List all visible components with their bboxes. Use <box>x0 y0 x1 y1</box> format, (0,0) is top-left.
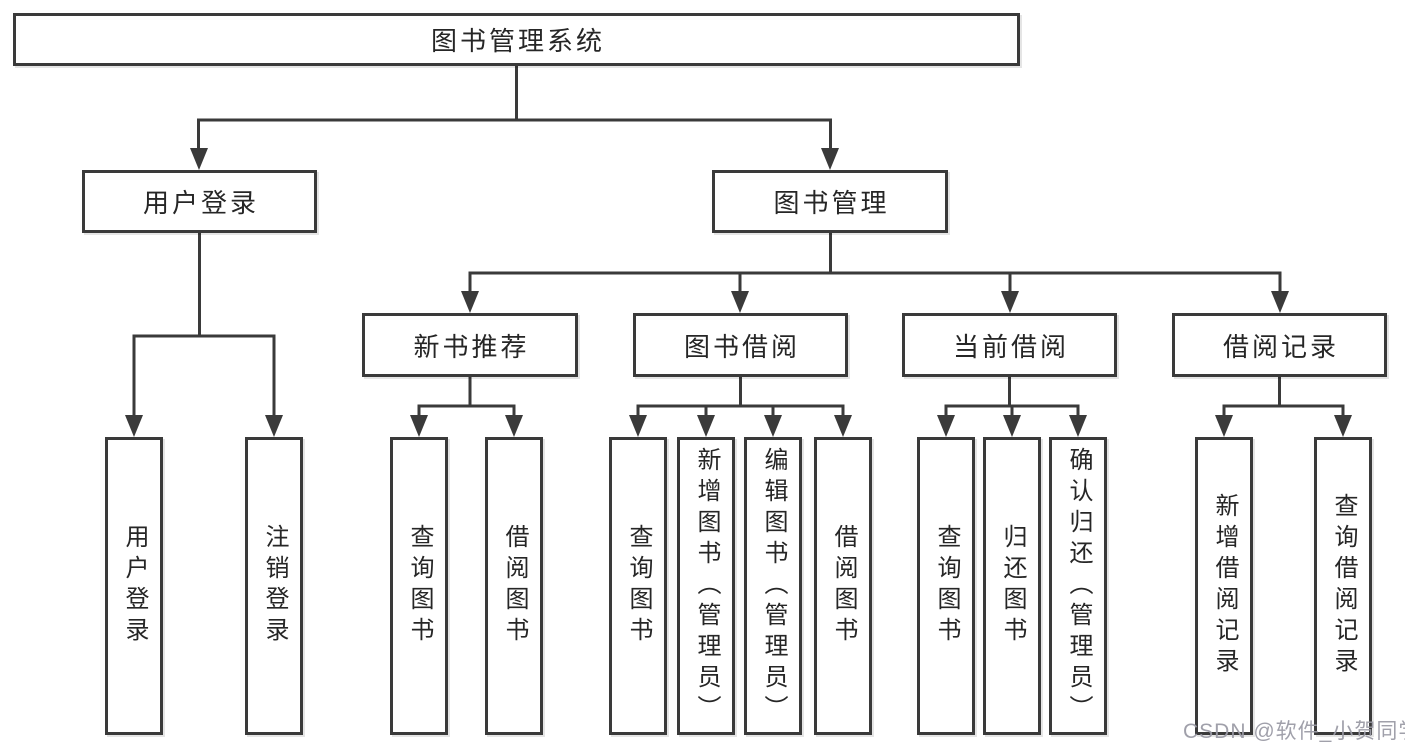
arrow-down-icon <box>764 415 782 437</box>
arrow-down-icon <box>731 291 749 313</box>
node-current-borrowing: 当前借阅 <box>902 313 1117 377</box>
node-borrowing-records: 借阅记录 <box>1172 313 1387 377</box>
node-return-book: 归还图书 <box>983 437 1041 735</box>
node-label: 注销登录 <box>261 524 288 648</box>
node-label: 用户登录 <box>121 524 148 648</box>
node-confirm-return-admin: 确认归还（管理员） <box>1049 437 1107 735</box>
node-label: 编辑图书（管理员） <box>760 446 787 726</box>
node-label: 查询图书 <box>625 524 652 648</box>
arrow-down-icon <box>697 415 715 437</box>
node-new-book-recommend: 新书推荐 <box>362 313 578 377</box>
connector-path <box>132 66 1345 417</box>
node-label: 查询图书 <box>933 524 960 648</box>
node-logout-action: 注销登录 <box>245 437 303 735</box>
node-add-book-admin: 新增图书（管理员） <box>677 437 735 735</box>
node-label: 新增借阅记录 <box>1211 493 1238 679</box>
node-label: 图书管理系统 <box>430 26 605 56</box>
node-edit-book-admin: 编辑图书（管理员） <box>744 437 802 735</box>
node-borrow-books: 借阅图书 <box>814 437 872 735</box>
node-label: 新增图书（管理员） <box>693 446 720 726</box>
arrow-down-icon <box>629 415 647 437</box>
arrow-down-icon <box>410 415 428 437</box>
arrow-down-icon <box>125 415 143 437</box>
node-query-books-recommend: 查询图书 <box>390 437 448 735</box>
node-user-login-action: 用户登录 <box>105 437 163 735</box>
node-label: 查询借阅记录 <box>1330 493 1357 679</box>
arrow-down-icon <box>265 415 283 437</box>
node-book-management: 图书管理 <box>712 170 948 233</box>
node-label: 图书管理 <box>773 188 890 218</box>
node-label: 查询图书 <box>406 524 433 648</box>
arrow-down-icon <box>190 148 208 170</box>
arrow-down-icon <box>505 415 523 437</box>
node-library-system: 图书管理系统 <box>13 13 1020 66</box>
arrow-down-icon <box>937 415 955 437</box>
node-query-books-current: 查询图书 <box>917 437 975 735</box>
node-query-borrow-record: 查询借阅记录 <box>1314 437 1372 735</box>
node-label: 用户登录 <box>142 188 259 218</box>
arrow-down-icon <box>834 415 852 437</box>
node-user-login: 用户登录 <box>82 170 317 233</box>
node-label: 新书推荐 <box>413 331 530 362</box>
arrow-down-icon <box>1215 415 1233 437</box>
arrow-down-icon <box>1001 291 1019 313</box>
node-book-borrowing: 图书借阅 <box>633 313 848 377</box>
node-label: 当前借阅 <box>952 331 1069 362</box>
node-label: 借阅图书 <box>830 524 857 648</box>
node-label: 借阅记录 <box>1222 331 1339 362</box>
arrow-down-icon <box>1069 415 1087 437</box>
arrow-down-icon <box>1003 415 1021 437</box>
arrow-down-icon <box>461 291 479 313</box>
node-borrow-books-recommend: 借阅图书 <box>485 437 543 735</box>
arrow-down-icon <box>1334 415 1352 437</box>
node-label: 确认归还（管理员） <box>1065 446 1092 726</box>
node-label: 借阅图书 <box>501 524 528 648</box>
arrow-down-icon <box>1271 291 1289 313</box>
node-label: 图书借阅 <box>683 331 800 362</box>
node-query-books-borrow: 查询图书 <box>609 437 667 735</box>
node-add-borrow-record: 新增借阅记录 <box>1195 437 1253 735</box>
arrow-down-icon <box>821 148 839 170</box>
watermark: CSDN @软件_小贺同学 <box>1183 720 1405 743</box>
node-label: 归还图书 <box>999 524 1026 648</box>
